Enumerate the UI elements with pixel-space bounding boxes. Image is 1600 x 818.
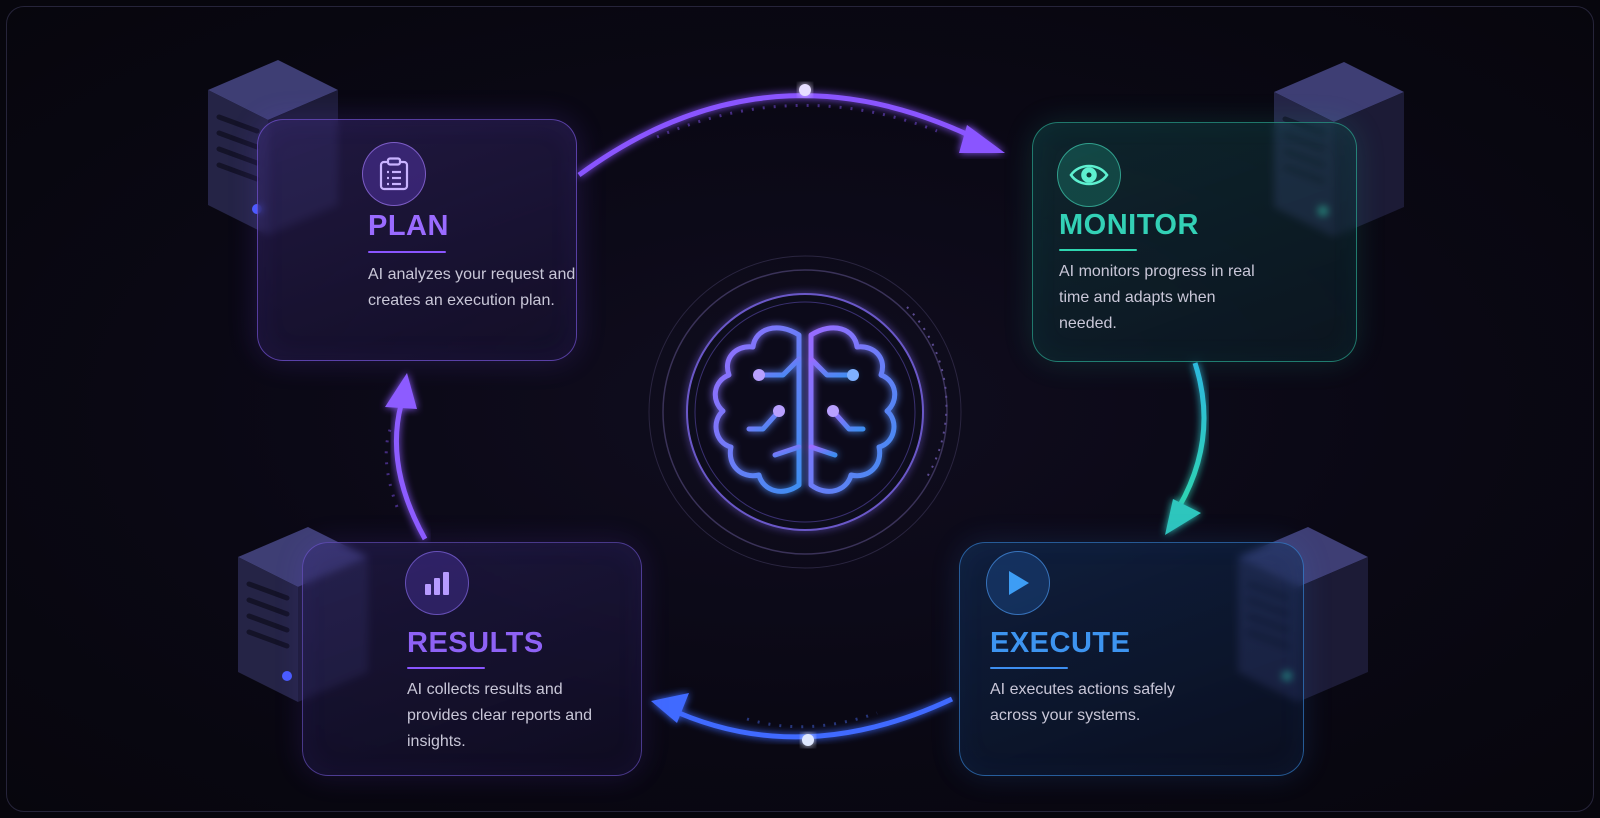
eye-icon <box>1057 143 1121 207</box>
title-underline-monitor <box>1059 249 1137 251</box>
bar-chart-icon <box>405 551 469 615</box>
step-card-monitor: MONITOR AI monitors progress in real tim… <box>1032 122 1357 362</box>
arrow-monitor-to-execute <box>1165 362 1207 535</box>
brain-nodes <box>753 369 859 417</box>
title-underline-plan <box>368 251 446 253</box>
diagram-frame: PLAN AI analyzes your request and create… <box>6 6 1594 812</box>
title-underline-execute <box>990 667 1068 669</box>
arrow-results-to-plan <box>384 373 428 541</box>
step-card-plan: PLAN AI analyzes your request and create… <box>257 119 577 361</box>
step-title-results: RESULTS <box>407 627 544 659</box>
step-card-results: RESULTS AI collects results and provides… <box>302 542 642 776</box>
step-description-results: AI collects results and provides clear r… <box>407 681 592 750</box>
brain-hub <box>648 255 962 569</box>
title-underline-results <box>407 667 485 669</box>
clipboard-icon <box>362 142 426 206</box>
step-card-execute: EXECUTE AI executes actions safely acros… <box>959 542 1304 776</box>
brain-icon <box>712 325 898 494</box>
arrow-plan-to-monitor <box>577 84 1005 178</box>
step-description-monitor: AI monitors progress in real time and ad… <box>1059 263 1255 332</box>
step-title-monitor: MONITOR <box>1059 209 1199 241</box>
step-title-plan: PLAN <box>368 210 449 242</box>
step-description-plan: AI analyzes your request and creates an … <box>368 266 576 309</box>
arrow-execute-to-results <box>651 693 954 746</box>
step-description-execute: AI executes actions safely across your s… <box>990 681 1175 724</box>
cycle-arrows <box>384 84 1207 746</box>
play-icon <box>986 551 1050 615</box>
step-title-execute: EXECUTE <box>990 627 1131 659</box>
